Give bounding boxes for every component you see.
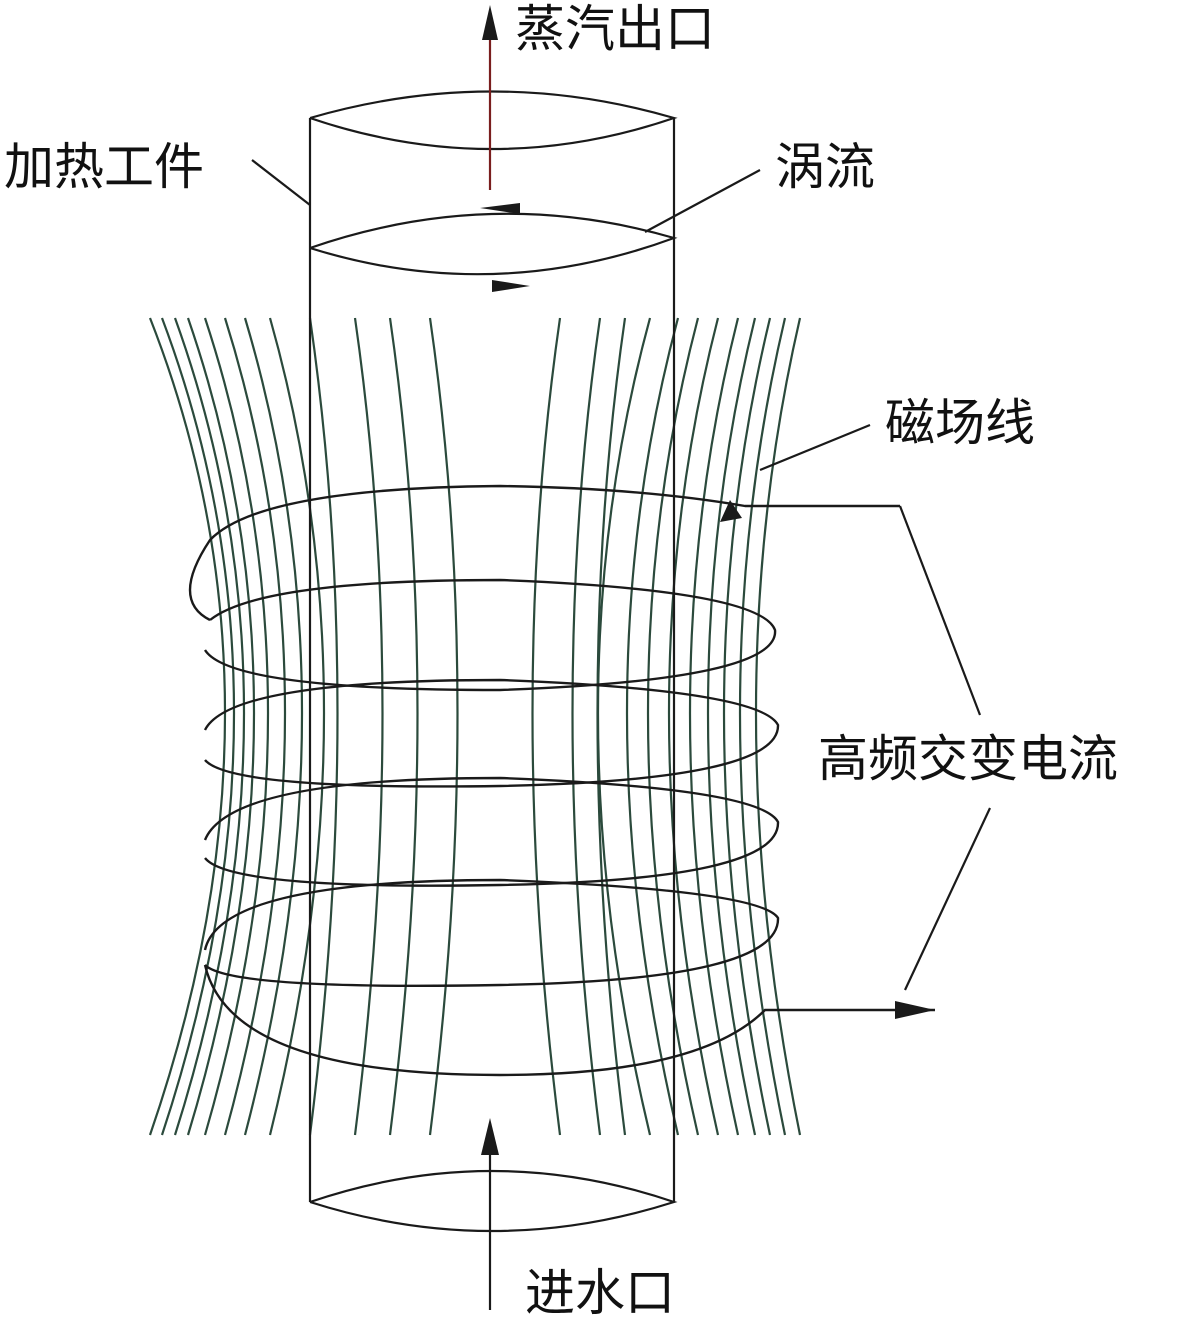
magnetic-field-lines-label: 磁场线 [885, 394, 1035, 452]
field-line-right-1 [571, 317, 602, 1136]
field-line-left-5 [223, 317, 287, 1136]
leader-current-top [898, 505, 982, 716]
field-line-left-7 [268, 317, 326, 1136]
magnetic-field-lines [148, 317, 802, 1136]
water-inlet-label: 进水口 [525, 1264, 675, 1322]
field-line-right-7 [688, 317, 740, 1136]
eddy-current-ring [309, 212, 678, 276]
field-line-left-2 [173, 317, 246, 1136]
field-line-left-9 [353, 317, 384, 1136]
field-line-left-10 [388, 317, 419, 1136]
coil-outlet-arrow-icon [895, 1001, 935, 1019]
steam-arrow-icon [482, 5, 498, 40]
field-line-left-8 [308, 317, 339, 1136]
field-line-left-3 [186, 317, 256, 1136]
cylinder-top-ellipse [309, 90, 678, 151]
leader-lines [251, 159, 991, 991]
coil-inlet-arrow-icon [720, 500, 742, 522]
water-arrow-icon [481, 1118, 499, 1155]
eddy-current-label: 涡流 [775, 138, 875, 196]
field-line-left-11 [428, 317, 459, 1136]
eddy-arrow-left-icon [480, 203, 520, 214]
field-line-right-8 [706, 317, 757, 1136]
eddy-arrow-right-icon [492, 280, 530, 292]
field-line-left-0 [148, 317, 227, 1136]
leader-field [759, 423, 871, 472]
steam-outlet-label: 蒸汽出口 [515, 0, 715, 58]
field-line-left-1 [160, 317, 236, 1136]
field-line-left-4 [203, 317, 270, 1136]
cylinder-bottom-ellipse [309, 1169, 678, 1233]
leader-eddy [644, 169, 761, 233]
field-line-right-3 [596, 317, 652, 1136]
heated-workpiece-cylinder [308, 90, 678, 1233]
field-line-left-6 [243, 317, 304, 1136]
heated-workpiece-label: 加热工件 [4, 138, 204, 196]
field-line-right-0 [531, 317, 562, 1136]
field-line-right-2 [596, 317, 627, 1136]
field-line-right-6 [667, 317, 720, 1136]
field-line-right-9 [722, 317, 772, 1136]
leader-workpiece [251, 159, 311, 206]
leader-current-bottom [904, 807, 991, 991]
field-line-right-4 [625, 317, 680, 1136]
induction-coil [188, 484, 935, 1077]
hf-alternating-current-label: 高频交变电流 [818, 730, 1118, 788]
